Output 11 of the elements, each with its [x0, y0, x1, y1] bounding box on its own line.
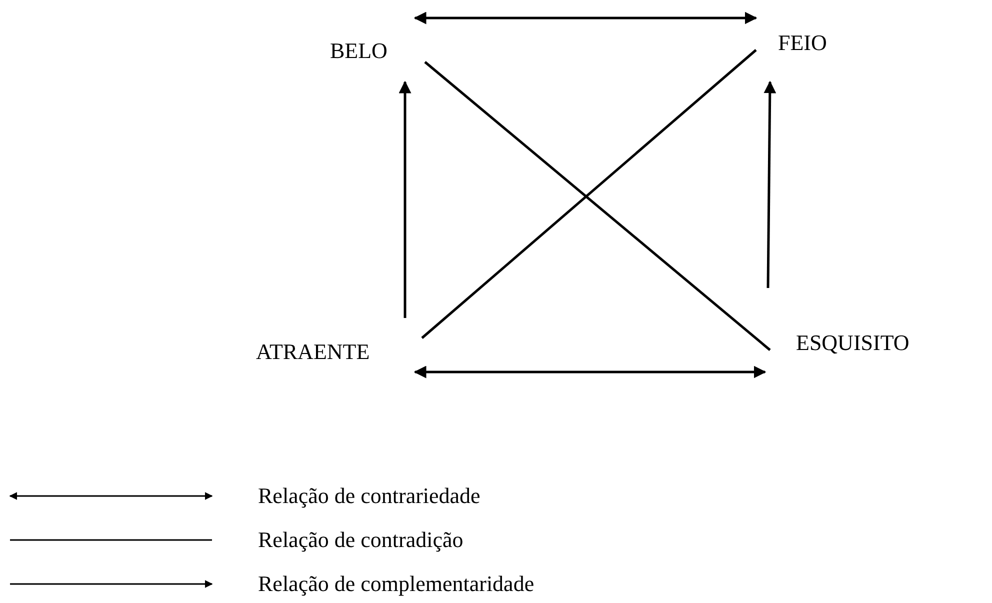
legend-text: Relação de contradição [258, 529, 464, 551]
term-label: ESQUISITO [796, 332, 910, 354]
term-label: BELO [330, 40, 388, 62]
term-label: FEIO [778, 32, 827, 54]
legend-text: Relação de complementaridade [258, 573, 534, 595]
arrow [414, 366, 766, 378]
legend-text: Relação de contrariedade [258, 485, 480, 507]
arrow [398, 80, 412, 318]
arrow [764, 80, 776, 288]
term-label: ATRAENTE [256, 341, 370, 363]
arrow [414, 12, 758, 24]
